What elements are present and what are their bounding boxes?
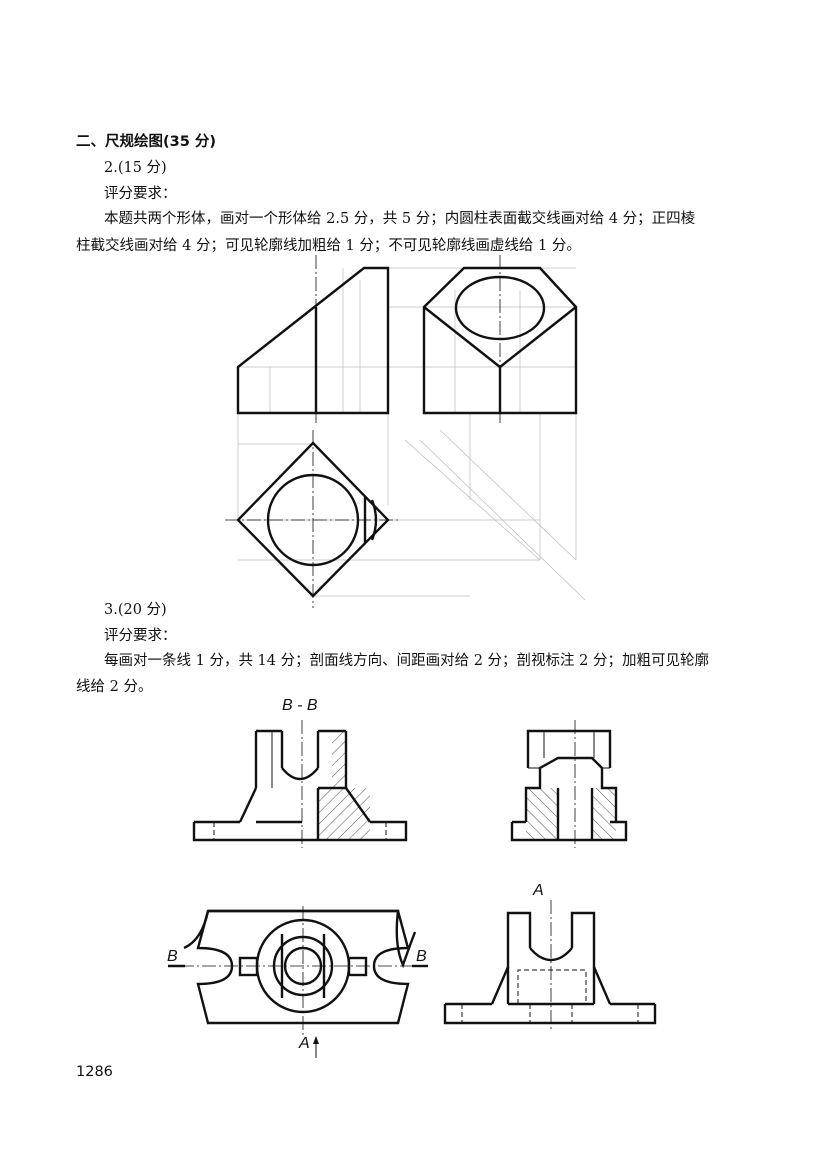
view-label-bottom-a: A <box>299 1035 310 1052</box>
cut-label-right-b: B <box>416 948 427 965</box>
page-number: 1286 <box>76 1064 113 1080</box>
question-3-criteria-line-2: 线给 2 分。 <box>76 679 153 695</box>
question-3-criteria-title: 评分要求： <box>104 628 177 644</box>
cut-label-left-b: B <box>167 948 178 965</box>
plan-view <box>168 906 428 1058</box>
question-3-criteria-line-1: 每画对一条线 1 分，共 14 分；剖面线方向、间距画对给 2 分；剖视标注 2… <box>104 653 709 669</box>
section-label-bb: B - B <box>282 697 318 714</box>
side-view <box>422 255 578 425</box>
question-2-label: 2.(15 分) <box>104 160 167 176</box>
question-3-label: 3.(20 分) <box>104 602 167 618</box>
bb-section-view <box>192 720 408 848</box>
view-label-top-a: A <box>533 882 544 899</box>
question-2-criteria-line-2: 柱截交线画对给 4 分；可见轮廓线加粗给 1 分；不可见轮廓线画虚线给 1 分。 <box>76 238 581 254</box>
question-2-criteria-line-1: 本题共两个形体，画对一个形体给 2.5 分，共 5 分；内圆柱表面截交线画对给 … <box>104 211 696 227</box>
a-view <box>443 900 657 1030</box>
section-heading: 二、尺规绘图(35 分) <box>76 134 216 150</box>
top-view <box>225 430 400 608</box>
front-view <box>236 255 390 425</box>
question-2-criteria-title: 评分要求： <box>104 186 177 202</box>
side-section-view <box>510 720 628 848</box>
